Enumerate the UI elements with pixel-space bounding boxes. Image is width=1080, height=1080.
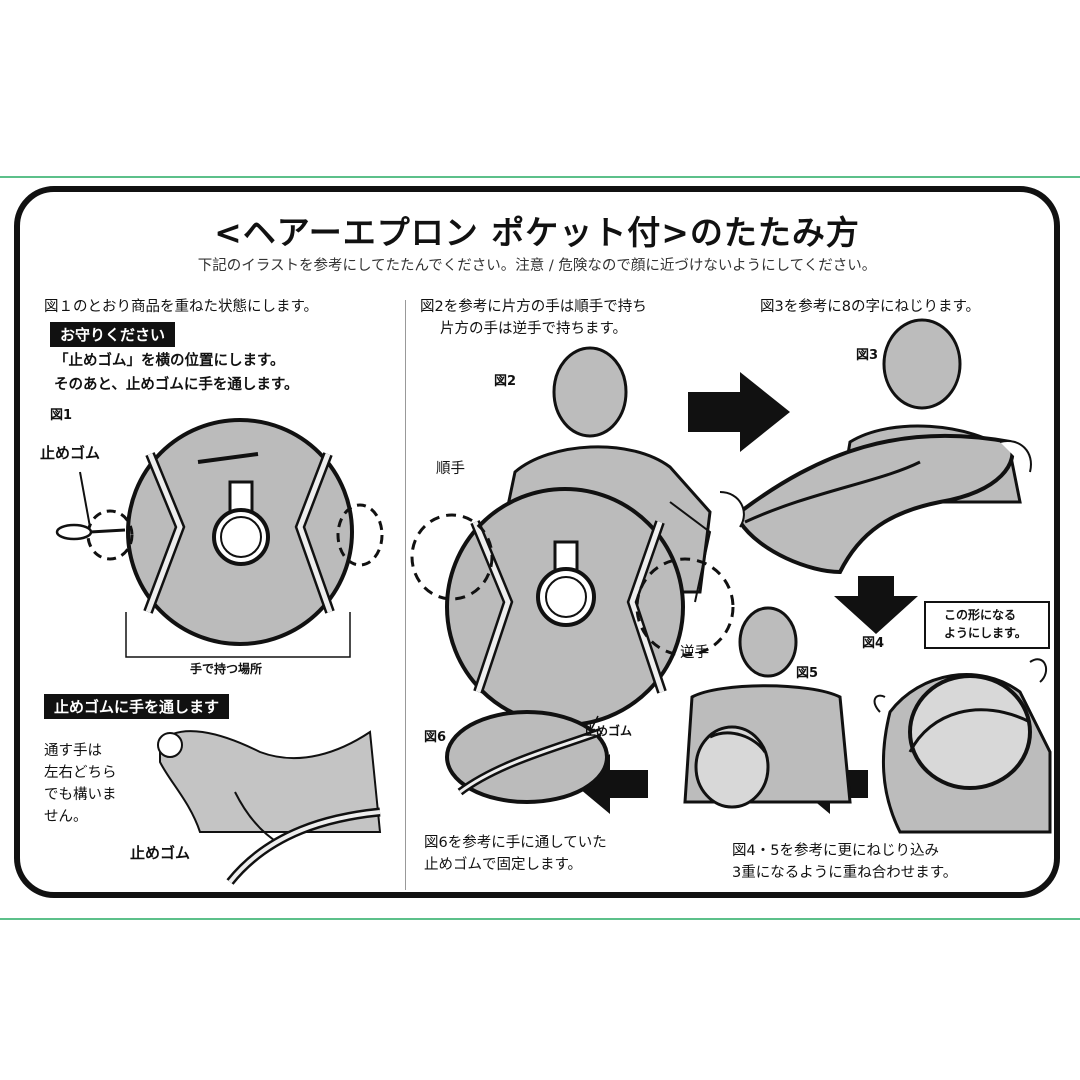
step5-text-line2: 3重になるように重ね合わせます。 — [732, 865, 958, 881]
step3-fig-label: 図3 — [856, 348, 879, 363]
arrow-right-icon — [688, 372, 790, 452]
figure-5-person — [683, 606, 852, 809]
step2-text-line1: 図2を参考に片方の手は順手で持ち — [420, 299, 647, 315]
step2-fig-label: 図2 — [494, 374, 517, 389]
step1-badge: お守りください — [50, 322, 176, 347]
step1b-note-3: でも構いま — [44, 787, 117, 803]
figure-4-person — [873, 601, 1052, 834]
step5-fig-label: 図5 — [796, 666, 819, 681]
step6-text-line1: 図6を参考に手に通していた — [424, 835, 607, 851]
step4-fig-label: 図4 — [862, 636, 885, 651]
step6-fig-label: 図6 — [424, 730, 447, 745]
step5-text-line1: 図4・5を参考に更にねじり込み — [732, 843, 939, 859]
step1-rubber-label: 止めゴム — [40, 444, 101, 462]
step2-underhand-label: 逆手 — [680, 645, 709, 661]
illustrations — [55, 318, 1052, 885]
step6-text-line2: 止めゴムで固定します。 — [424, 857, 583, 873]
step1-text: 図１のとおり商品を重ねた状態にします。 — [44, 299, 319, 315]
step2-text-line2: 片方の手は逆手で持ちます。 — [440, 321, 628, 337]
step4-callout-line2: ようにします。 — [944, 626, 1027, 640]
step4-callout-line1: この形になる — [944, 608, 1017, 622]
figure-2-person — [410, 346, 735, 727]
step1b-note-4: せん。 — [44, 809, 88, 825]
step1-note-line1: 「止めゴム」を横の位置にします。 — [54, 353, 285, 369]
step1b-badge: 止めゴムに手を通します — [44, 694, 230, 719]
column-divider — [405, 300, 406, 890]
figure-3-person — [719, 318, 1032, 575]
figure-1b-hand — [157, 730, 382, 885]
step2-overhand-label: 順手 — [436, 461, 465, 477]
page-subtitle: 下記のイラストを参考にしてたたんでください。注意 / 危険なので顔に近づけないよ… — [197, 258, 877, 274]
step1-fig-label: 図1 — [50, 408, 73, 423]
bottom-border-line — [0, 918, 1080, 920]
page-title: <ヘアーエプロン ポケット付>のたたみ方 — [214, 213, 860, 252]
instruction-panel: <ヘアーエプロン ポケット付>のたたみ方 下記のイラストを参考にしてたたんでくだ… — [14, 186, 1060, 898]
figure-6-folded — [445, 710, 609, 804]
arrow-down-icon — [834, 576, 918, 634]
step1-hold-label: 手で持つ場所 — [190, 662, 263, 676]
step1-note-line2: そのあと、止めゴムに手を通します。 — [54, 377, 299, 393]
step1b-note-2: 左右どちら — [44, 765, 117, 781]
step1b-note-1: 通す手は — [44, 743, 102, 759]
step6-rubber-label: 止めゴム — [584, 724, 633, 738]
step3-text: 図3を参考に8の字にねじります。 — [760, 299, 980, 315]
top-border-line — [0, 176, 1080, 178]
step1b-rubber-label: 止めゴム — [130, 844, 191, 862]
figure-1-apron — [55, 418, 384, 658]
